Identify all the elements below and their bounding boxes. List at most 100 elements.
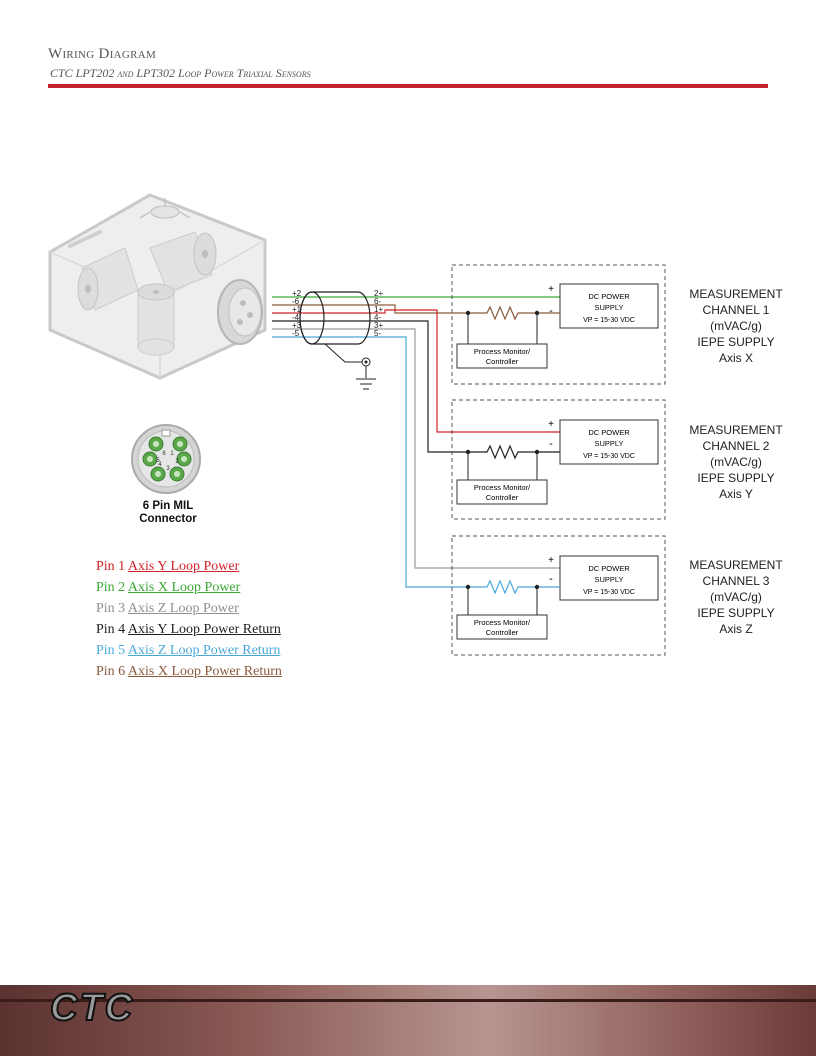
psu-label: DC POWER bbox=[588, 292, 630, 301]
psu-voltage: VP = 15-30 VDC bbox=[583, 453, 635, 460]
channel-box-1: + - DC POWER SUPPLY VP = 15-30 VDC Proce… bbox=[451, 264, 666, 385]
legend-desc: Axis Y Loop Power Return bbox=[127, 622, 281, 637]
header-rule bbox=[48, 84, 768, 88]
cable-left-label: -4 bbox=[292, 313, 300, 322]
legend-desc: Axis Y Loop Power bbox=[127, 559, 240, 574]
cylinder-z bbox=[137, 283, 175, 356]
cable-right-label: 2+ bbox=[374, 289, 383, 298]
wire-pin1-red bbox=[272, 309, 560, 433]
legend-row: Pin 1 Axis Y Loop Power bbox=[96, 556, 282, 577]
cable-left-label: +3 bbox=[292, 321, 302, 330]
cable-right-label: 1+ bbox=[374, 305, 383, 314]
psu-label: SUPPLY bbox=[594, 439, 623, 448]
plus-label: + bbox=[548, 284, 554, 295]
monitor-label: Process Monitor/ bbox=[474, 347, 531, 356]
pin-number: 1 bbox=[170, 451, 174, 457]
pin-number: 5 bbox=[156, 458, 160, 464]
legend-pin: Pin 4 bbox=[96, 622, 126, 637]
pin-number: 3 bbox=[166, 466, 170, 472]
cable-right-label: 3+ bbox=[374, 321, 383, 330]
wiring-diagram: +2 -6 +1 -4 +3 -5 2+ 6- 1+ 4- 3+ 5- bbox=[48, 193, 783, 656]
wire-pin5-blue bbox=[272, 336, 470, 588]
legend-row: Pin 2 Axis X Loop Power bbox=[96, 577, 282, 598]
legend-row: Pin 4 Axis Y Loop Power Return bbox=[96, 619, 282, 640]
monitor-label: Controller bbox=[486, 628, 519, 637]
cylinder-x bbox=[77, 247, 139, 311]
plus-label: + bbox=[548, 419, 554, 430]
minus-label: - bbox=[549, 305, 553, 317]
channel-box-2: + - DC POWER SUPPLY VP = 15-30 VDC Proce… bbox=[451, 399, 666, 520]
wire-pin4-black bbox=[272, 320, 470, 453]
resistor-icon bbox=[470, 305, 560, 321]
pin-number: 2 bbox=[175, 459, 179, 465]
legend-desc: Axis Z Loop Power bbox=[127, 601, 239, 616]
cable-left-labels: +2 -6 +1 -4 +3 -5 bbox=[292, 289, 302, 338]
psu-label: DC POWER bbox=[588, 564, 630, 573]
monitor-label: Process Monitor/ bbox=[474, 618, 531, 627]
legend-row: Pin 5 Axis Z Loop Power Return bbox=[96, 640, 282, 661]
monitor-label: Controller bbox=[486, 357, 519, 366]
connector-caption: 6 Pin MIL Connector bbox=[118, 500, 218, 526]
measurement-text: (mVAC/g) bbox=[710, 590, 762, 604]
measurement-text: CHANNEL 1 bbox=[703, 303, 770, 317]
pin-legend: Pin 1 Axis Y Loop Power Pin 2 Axis X Loo… bbox=[96, 556, 282, 682]
psu-voltage: VP = 15-30 VDC bbox=[583, 317, 635, 324]
cable-right-labels: 2+ 6- 1+ 4- 3+ 5- bbox=[374, 289, 383, 338]
footer-rule bbox=[0, 999, 816, 1002]
cable-left-label: +1 bbox=[292, 305, 302, 314]
cable-shield bbox=[299, 291, 371, 378]
measurement-text: Axis X bbox=[719, 351, 753, 365]
legend-row: Pin 6 Axis X Loop Power Return bbox=[96, 661, 282, 682]
connector-caption-line: 6 Pin MIL bbox=[142, 500, 194, 512]
channel-box-3: + - DC POWER SUPPLY VP = 15-30 VDC Proce… bbox=[451, 535, 666, 656]
page-title: Wiring Diagram bbox=[48, 46, 157, 62]
legend-pin: Pin 6 bbox=[96, 664, 126, 679]
legend-desc: Axis Z Loop Power Return bbox=[127, 643, 281, 658]
cable-left-label: +2 bbox=[292, 289, 302, 298]
measurement-text: Axis Z bbox=[719, 622, 752, 636]
pin-number: 6 bbox=[162, 451, 166, 457]
measurement-text: (mVAC/g) bbox=[710, 319, 762, 333]
wires bbox=[272, 296, 560, 588]
measurement-label-2: MEASUREMENT CHANNEL 2 (mVAC/g) IEPE SUPP… bbox=[689, 423, 783, 501]
axis-arrows-icon bbox=[139, 198, 191, 219]
plus-label: + bbox=[548, 555, 554, 566]
measurement-text: CHANNEL 3 bbox=[703, 574, 770, 588]
measurement-text: IEPE SUPPLY bbox=[697, 471, 774, 485]
psu-label: DC POWER bbox=[588, 428, 630, 437]
measurement-text: MEASUREMENT bbox=[689, 558, 783, 572]
ground-icon bbox=[356, 378, 376, 390]
footer-band bbox=[0, 985, 816, 1056]
measurement-text: IEPE SUPPLY bbox=[697, 335, 774, 349]
resistor-icon bbox=[470, 444, 560, 460]
measurement-label-1: MEASUREMENT CHANNEL 1 (mVAC/g) IEPE SUPP… bbox=[689, 287, 783, 365]
legend-desc: Axis X Loop Power Return bbox=[127, 664, 282, 679]
monitor-label: Process Monitor/ bbox=[474, 483, 531, 492]
legend-pin: Pin 5 bbox=[96, 643, 126, 658]
page-subtitle: CTC LPT202 and LPT302 Loop Power Triaxia… bbox=[50, 66, 311, 80]
wire-pin3-gray bbox=[272, 328, 560, 569]
cable-left-label: -6 bbox=[292, 297, 300, 306]
connector-pins bbox=[142, 436, 192, 482]
legend-desc: Axis X Loop Power bbox=[127, 580, 241, 595]
cylinder-y bbox=[149, 231, 217, 293]
psu-label: SUPPLY bbox=[594, 575, 623, 584]
ctc-logo-icon: CTC bbox=[49, 986, 134, 1026]
connector-caption-line: Connector bbox=[139, 513, 197, 525]
legend-pin: Pin 2 bbox=[96, 580, 126, 595]
psu-voltage: VP = 15-30 VDC bbox=[583, 589, 635, 596]
cable-right-label: 4- bbox=[374, 313, 381, 322]
ctc-logo-text: CTC bbox=[50, 987, 134, 1026]
legend-row: Pin 3 Axis Z Loop Power bbox=[96, 598, 282, 619]
measurement-text: MEASUREMENT bbox=[689, 423, 783, 437]
measurement-text: Axis Y bbox=[719, 487, 753, 501]
legend-pin: Pin 1 bbox=[96, 559, 126, 574]
pin-number: 4 bbox=[158, 462, 162, 468]
cable-left-label: -5 bbox=[292, 329, 300, 338]
wire-pin6-brown bbox=[272, 304, 470, 314]
sensor-illustration bbox=[48, 193, 267, 380]
minus-label: - bbox=[549, 573, 553, 585]
cable-right-label: 5- bbox=[374, 329, 381, 338]
measurement-label-3: MEASUREMENT CHANNEL 3 (mVAC/g) IEPE SUPP… bbox=[689, 558, 783, 636]
legend-pin: Pin 3 bbox=[96, 601, 126, 616]
